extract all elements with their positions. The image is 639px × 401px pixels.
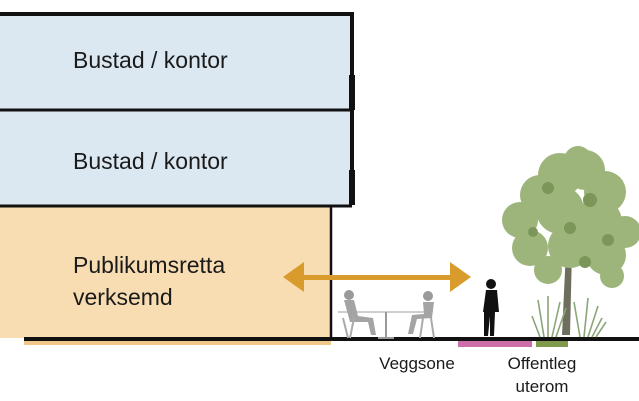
upper-floor-label: Bustad / kontor (73, 47, 228, 73)
wall-zone-label: Veggsone (379, 354, 455, 373)
ground-floor (0, 207, 331, 338)
ground-floor-label-line1: Publikumsretta (73, 252, 226, 278)
pedestrian-icon (483, 279, 499, 336)
building-outline (0, 12, 355, 340)
tree-icon (502, 146, 639, 335)
middle-floor (0, 111, 352, 206)
seated-people-icon (338, 290, 435, 339)
public-outdoor-strip (536, 341, 568, 347)
ground-floor-label-line2: verksemd (73, 284, 173, 310)
facade-zone-strip (24, 341, 331, 345)
wall-zone-strip (458, 341, 532, 347)
public-outdoor-label-line1: Offentleg (507, 354, 577, 373)
public-outdoor-label-line2: uterom (515, 377, 569, 396)
middle-floor-label: Bustad / kontor (73, 148, 228, 174)
grass-icon (531, 296, 607, 338)
upper-floor (0, 14, 352, 109)
double-arrow-icon (283, 262, 471, 292)
